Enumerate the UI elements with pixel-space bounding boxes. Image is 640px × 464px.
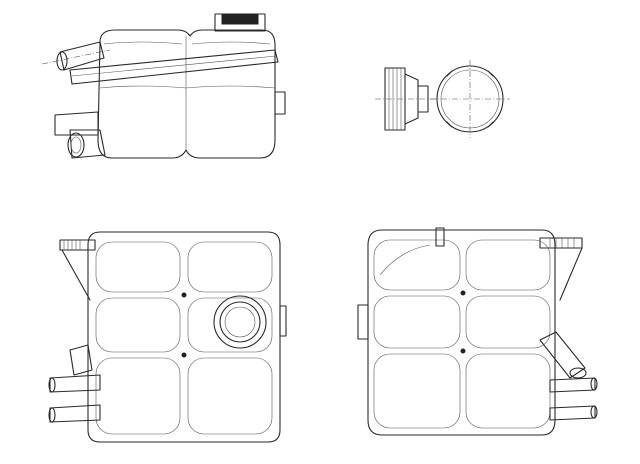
tank-side-view	[41, 13, 286, 159]
cap-top-view	[430, 60, 510, 138]
cap-knurl	[221, 13, 259, 25]
tank-top-view	[48, 231, 287, 443]
tank-bottom-view	[357, 227, 598, 436]
cap-side-view	[375, 67, 436, 131]
